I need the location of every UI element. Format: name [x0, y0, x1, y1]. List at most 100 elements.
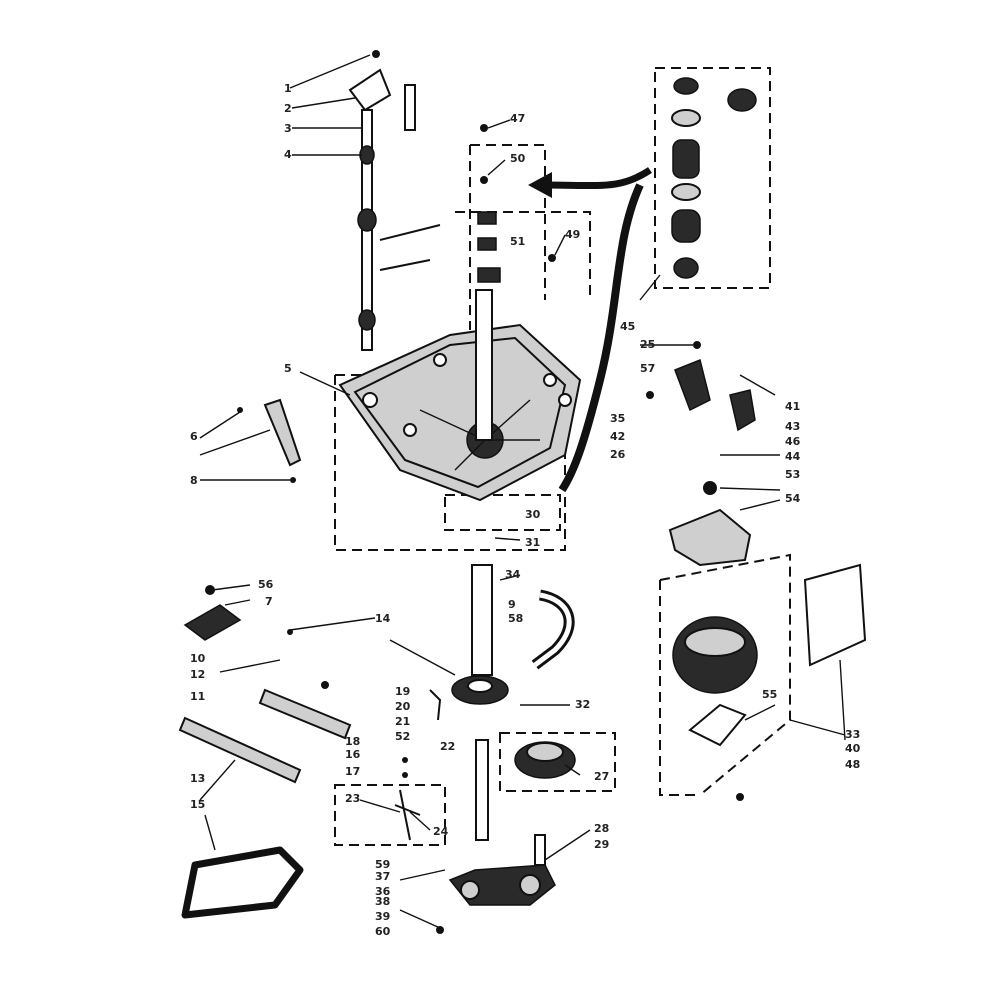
callout-15: 15: [190, 798, 205, 811]
callout-39: 39: [375, 910, 390, 923]
callout-7: 7: [265, 595, 273, 608]
callout-32: 32: [575, 698, 590, 711]
upper-bracket-box: [455, 211, 591, 300]
pump-washer: [703, 481, 717, 495]
clip-nut: [205, 585, 215, 595]
clutch-link: [394, 789, 421, 841]
plate-hole-4: [543, 373, 557, 387]
callout-29: 29: [594, 838, 609, 851]
spin-tube: [471, 564, 493, 676]
seal-spring: [672, 139, 700, 179]
seal-kit-box: [654, 67, 771, 289]
small-key: [429, 689, 442, 721]
clutch-box-upper: [334, 784, 446, 846]
motor-box: [659, 553, 791, 796]
motor-top: [684, 627, 746, 657]
callout-48: 48: [845, 758, 860, 771]
callout-37: 37: [375, 870, 390, 883]
base-plate-inner: [353, 336, 567, 489]
arm-screw: [287, 629, 293, 635]
callout-11: 11: [190, 690, 205, 703]
lever-arm-1: [258, 688, 352, 740]
motor-assembly: [672, 616, 758, 801]
rod-nut-1: [359, 145, 375, 165]
gear-shaft: [534, 834, 546, 866]
drive-belt: [181, 846, 304, 919]
wedge-bracket: [237, 398, 302, 483]
leader-lines: [199, 54, 846, 929]
seal-ring-1: [673, 77, 699, 95]
pin: [404, 84, 416, 131]
gear-1: [460, 880, 480, 900]
callout-1: 1: [284, 82, 292, 95]
callout-13: 13: [190, 772, 205, 785]
gear-2: [519, 874, 541, 896]
callout-54: 54: [785, 492, 801, 505]
callout-34: 34: [505, 568, 521, 581]
callout-3: 3: [284, 122, 292, 135]
gearcase-plate: [338, 323, 582, 502]
clip-assembly: [183, 604, 242, 641]
clutch-nut: [402, 772, 408, 778]
left-arm-parts: [178, 585, 352, 784]
callout-43: 43: [785, 420, 800, 433]
rib-4: [454, 439, 486, 471]
callout-50: 50: [510, 152, 526, 165]
callout-22: 22: [440, 740, 455, 753]
callout-17: 17: [345, 765, 360, 778]
callout-2: 2: [284, 102, 292, 115]
lever-arm-2: [178, 716, 302, 784]
pulley-box: [499, 732, 616, 792]
top-bracket-parts: [477, 124, 556, 283]
callout-labels: 1 2 3 4 5 6 7 8 9 10 11 12 13 14 15 16 1…: [190, 82, 861, 938]
callout-16: 16: [345, 748, 361, 761]
callout-31: 31: [525, 536, 540, 549]
callout-47: 47: [510, 112, 525, 125]
plate-hole-2: [403, 423, 417, 437]
seal-cup: [671, 209, 701, 243]
clip-1: [477, 211, 497, 225]
motor-screw: [736, 793, 744, 801]
rod-screw: [372, 50, 380, 58]
pump-screw-1: [693, 341, 701, 349]
callout-10: 10: [190, 652, 206, 665]
wedge: [263, 398, 302, 467]
callout-41: 41: [785, 400, 800, 413]
callout-36: 36: [375, 885, 391, 898]
callout-5: 5: [284, 362, 292, 375]
callout-44: 44: [785, 450, 801, 463]
callout-9: 9: [508, 598, 516, 611]
gearbox-bolt: [436, 926, 444, 934]
plate-hole-1: [362, 392, 378, 408]
callout-46: 46: [785, 435, 801, 448]
callout-52: 52: [395, 730, 410, 743]
callout-28: 28: [594, 822, 609, 835]
callout-19: 19: [395, 685, 410, 698]
callout-33: 33: [845, 728, 860, 741]
screw-49: [548, 254, 556, 262]
shaft-box: [469, 144, 546, 330]
base-plate: [338, 323, 582, 502]
callout-26: 26: [610, 448, 626, 461]
callout-6: 6: [190, 430, 198, 443]
seal-ring-3: [671, 183, 701, 201]
clutch-screw: [402, 757, 408, 763]
callout-55: 55: [762, 688, 777, 701]
callout-21: 21: [395, 715, 410, 728]
wedge-screw-1: [237, 407, 243, 413]
wedge-screw-2: [290, 477, 296, 483]
lower-shaft: [475, 739, 489, 841]
plate-hole-3: [433, 353, 447, 367]
rod-spring: [357, 208, 377, 232]
link-arms: [379, 224, 441, 271]
pump-bracket: [674, 358, 711, 412]
plate-hole-5: [558, 393, 572, 407]
callout-8: 8: [190, 474, 198, 487]
callout-40: 40: [845, 742, 861, 755]
clip-2: [477, 237, 497, 251]
bolt-47: [480, 124, 488, 132]
callout-38: 38: [375, 895, 390, 908]
callout-27: 27: [594, 770, 609, 783]
callout-12: 12: [190, 668, 205, 681]
